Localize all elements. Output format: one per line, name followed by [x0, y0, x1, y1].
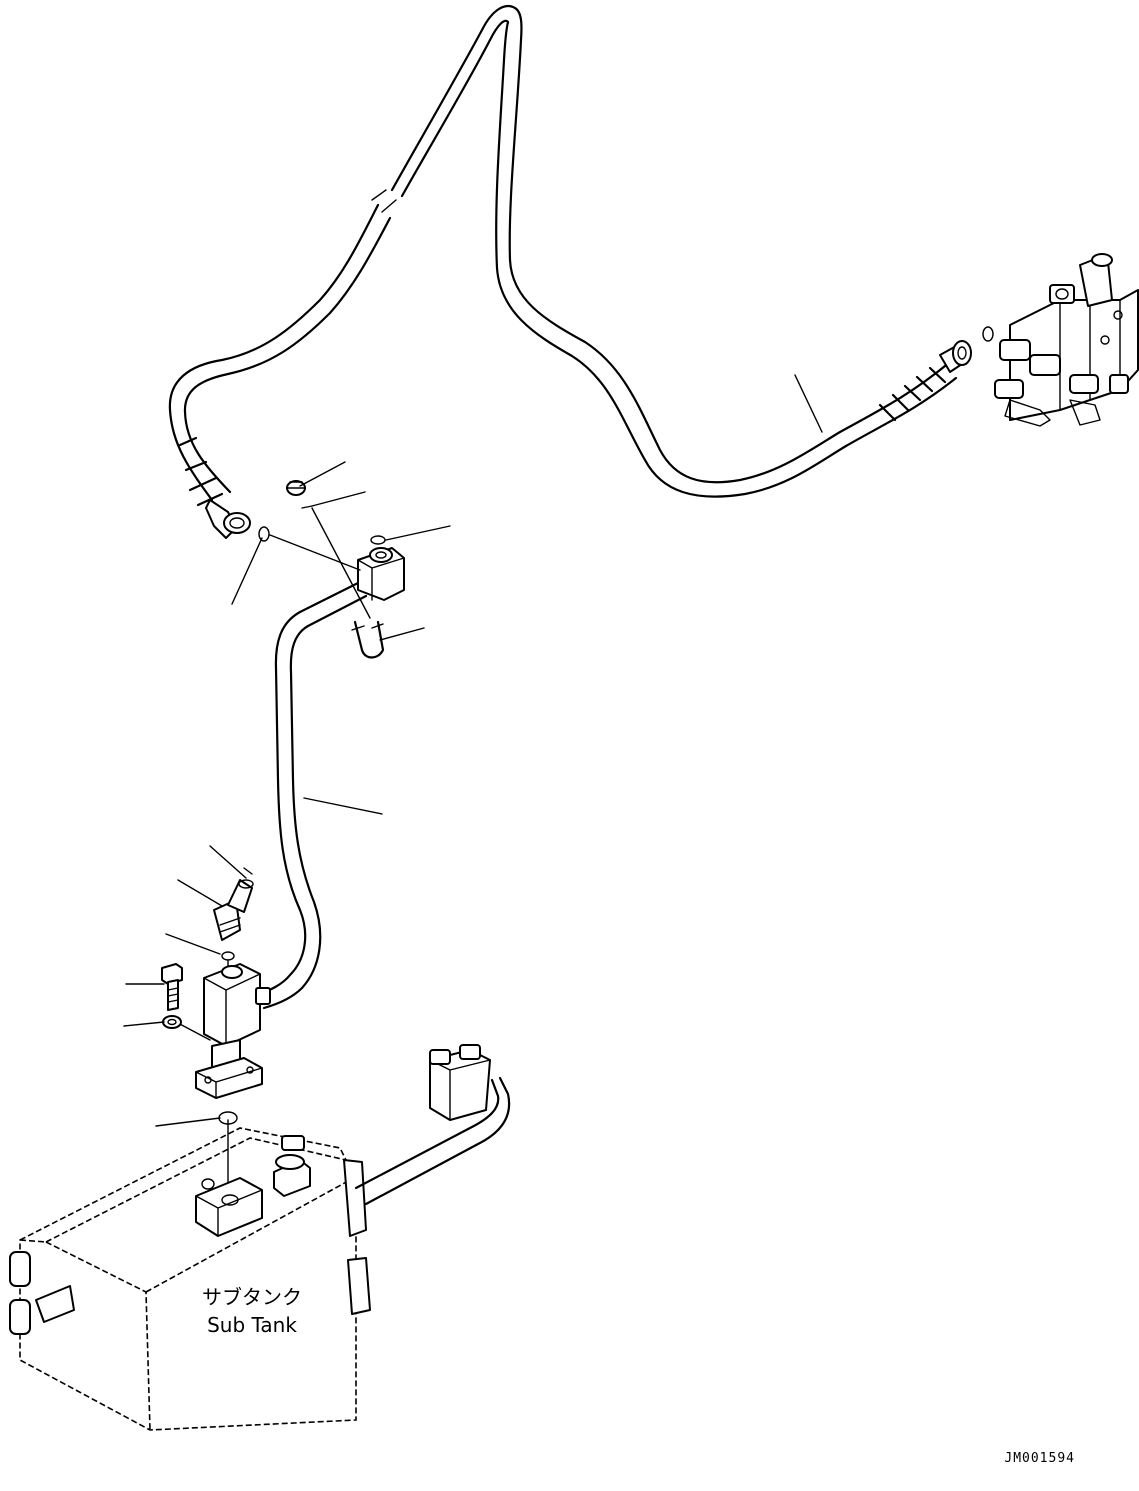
- leader-line: [299, 461, 346, 487]
- control-valve: [982, 253, 1139, 427]
- hose-crimp-left: [178, 436, 224, 507]
- o-ring: [258, 526, 270, 542]
- leader-line: [123, 1021, 165, 1027]
- hose-end-fitting-left: [205, 499, 251, 539]
- leader-line: [379, 627, 425, 641]
- leader-line: [794, 374, 823, 433]
- u-clamp: [351, 620, 385, 659]
- mounting-block: [195, 963, 271, 1099]
- hose-inner-wall: [183, 19, 958, 498]
- sub-tank: サブタンク Sub Tank: [9, 1044, 511, 1431]
- hose-break-mark: [371, 189, 397, 213]
- bolt: [161, 963, 183, 1011]
- hose-end-fitting-right: [939, 340, 972, 373]
- leader-line: [155, 1117, 221, 1127]
- elbow-fitting: [213, 879, 254, 941]
- hose-outer-wall: [168, 4, 952, 502]
- leader-line: [311, 491, 366, 507]
- leader-line: [303, 797, 383, 815]
- tee-block: [357, 547, 405, 601]
- hose-assembly: [168, 4, 958, 507]
- tank-label-english: Sub Tank: [207, 1313, 297, 1337]
- small-o-ring: [243, 867, 253, 875]
- plug: [286, 480, 306, 496]
- washer-hole: [167, 1018, 177, 1026]
- leader-line: [209, 845, 247, 879]
- leader-line: [165, 933, 221, 955]
- drawing-code: JM001594: [1004, 1451, 1075, 1466]
- o-ring: [370, 535, 386, 545]
- o-ring: [301, 505, 313, 509]
- washer: [162, 1015, 182, 1029]
- leader-line: [177, 879, 223, 907]
- tank-label-japanese: サブタンク: [202, 1285, 302, 1309]
- steel-tube: [256, 580, 368, 1010]
- leader-line: [231, 537, 263, 605]
- leader-lines: [123, 374, 823, 1127]
- o-ring: [221, 951, 235, 961]
- hose-crimp-right: [878, 366, 947, 422]
- leader-line: [385, 525, 451, 541]
